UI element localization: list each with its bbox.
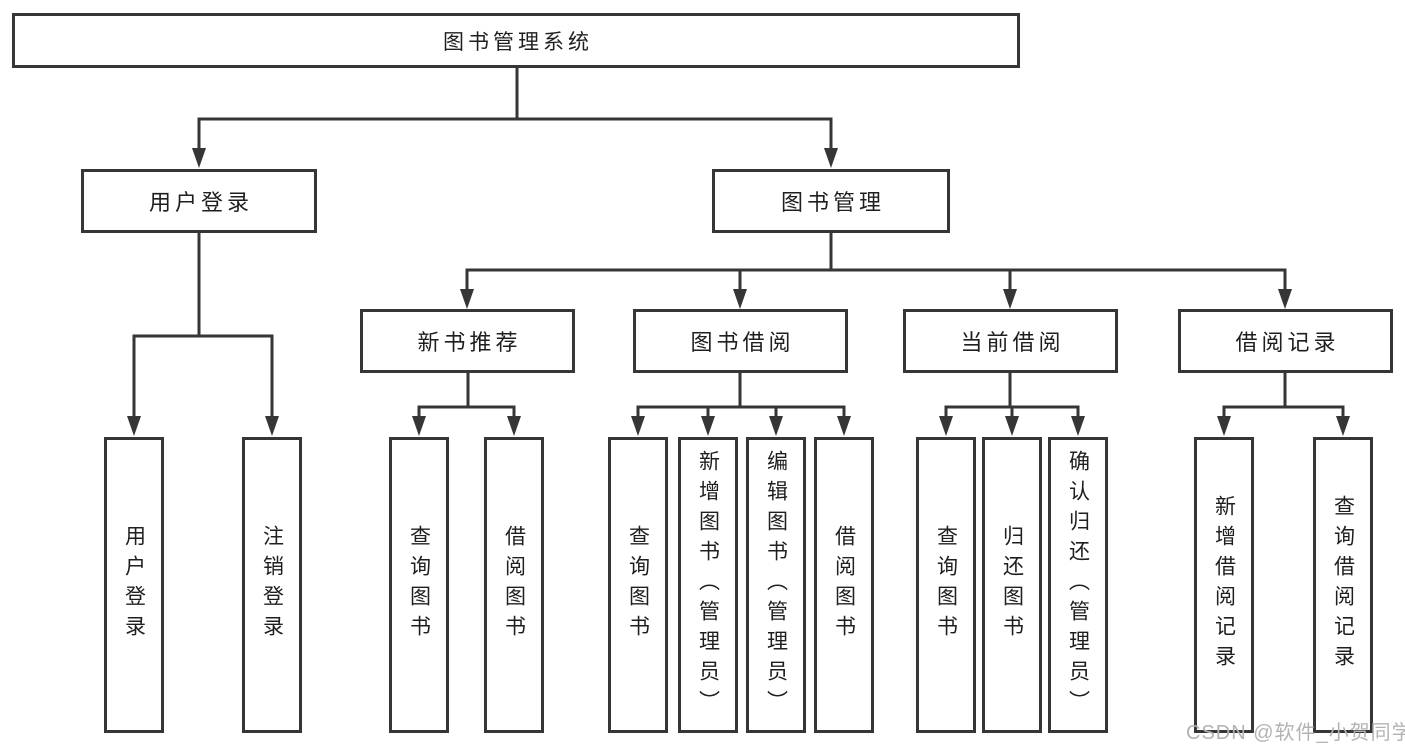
node-label: 图书管理系统 — [443, 30, 593, 54]
node-label: 图书借阅 — [690, 330, 795, 355]
leaf-borrow-books: 借阅图书 — [484, 437, 544, 733]
node-label: 用户登录 — [122, 525, 146, 645]
node-label: 新增借阅记录 — [1212, 495, 1236, 675]
leaf-add-borrow-record: 新增借阅记录 — [1194, 437, 1254, 733]
leaf-edit-books-admin: 编辑图书（管理员） — [746, 437, 806, 733]
node-book-borrow: 图书借阅 — [633, 309, 848, 373]
node-book-management: 图书管理 — [712, 169, 950, 233]
node-label: 查询图书 — [934, 525, 958, 645]
leaf-borrow-books: 借阅图书 — [814, 437, 874, 733]
node-label: 借阅记录 — [1235, 330, 1340, 355]
leaf-confirm-return-admin: 确认归还（管理员） — [1048, 437, 1108, 733]
node-library-management-system: 图书管理系统 — [12, 13, 1020, 68]
node-label: 查询图书 — [407, 525, 431, 645]
node-label: 编辑图书（管理员） — [764, 450, 788, 720]
node-label: 新书推荐 — [417, 330, 522, 355]
node-label: 注销登录 — [260, 525, 284, 645]
arrowhead-icons — [127, 148, 1350, 436]
node-new-book-recommend: 新书推荐 — [360, 309, 575, 373]
node-label: 借阅图书 — [832, 525, 856, 645]
leaf-query-borrow-record: 查询借阅记录 — [1313, 437, 1373, 733]
node-label: 用户登录 — [148, 190, 253, 215]
node-label: 查询借阅记录 — [1331, 495, 1355, 675]
leaf-logout: 注销登录 — [242, 437, 302, 733]
leaf-user-login: 用户登录 — [104, 437, 164, 733]
node-label: 图书管理 — [780, 190, 885, 215]
node-label: 查询图书 — [626, 525, 650, 645]
node-label: 当前借阅 — [960, 330, 1065, 355]
node-label: 归还图书 — [1000, 525, 1024, 645]
leaf-query-books: 查询图书 — [389, 437, 449, 733]
node-borrow-record: 借阅记录 — [1178, 309, 1393, 373]
leaf-query-books: 查询图书 — [608, 437, 668, 733]
node-label: 确认归还（管理员） — [1066, 450, 1090, 720]
leaf-return-books: 归还图书 — [982, 437, 1042, 733]
node-label: 借阅图书 — [502, 525, 526, 645]
leaf-add-books-admin: 新增图书（管理员） — [678, 437, 738, 733]
node-label: 新增图书（管理员） — [696, 450, 720, 720]
node-current-borrow: 当前借阅 — [903, 309, 1118, 373]
watermark: CSDN @软件_小贺同学 — [1186, 722, 1405, 744]
node-user-login: 用户登录 — [81, 169, 317, 233]
leaf-query-books: 查询图书 — [916, 437, 976, 733]
